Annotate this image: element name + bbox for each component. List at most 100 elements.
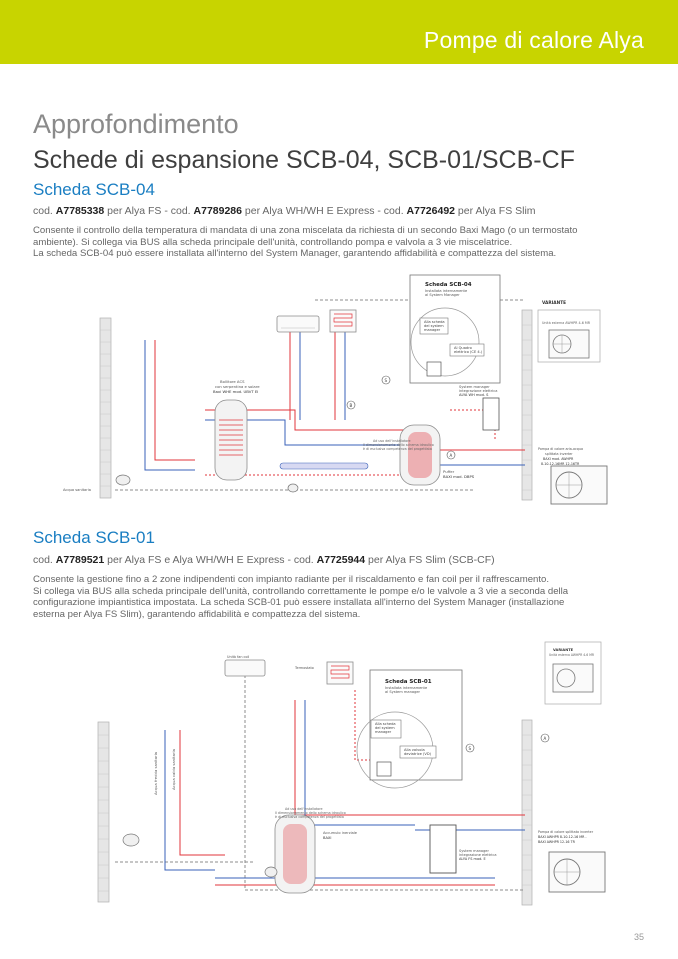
header-bar: Pompe di calore Alya: [0, 0, 678, 64]
card-board-icon: [376, 761, 392, 777]
expansion-vessel: [287, 483, 299, 493]
card-box-text: manager: [424, 328, 441, 332]
pump-label: BAXI mod. AWHPR: [543, 457, 574, 461]
sensor-badge: [346, 400, 356, 410]
pump-label: BAXI AWHPR 8-10-12-16 MR -: [538, 835, 587, 839]
radiant-panel: [326, 661, 354, 685]
card-box-text: del system: [375, 726, 395, 730]
system-label: integrazione elettrica: [459, 853, 496, 857]
badge-text: S: [385, 378, 388, 383]
code-prefix: cod.: [33, 554, 56, 566]
badge-text: A: [450, 453, 453, 458]
system-label: integrazione elettrica: [459, 389, 497, 393]
wall-left: [97, 721, 110, 903]
system-manager-unit: [482, 397, 500, 431]
section-title: Approfondimento: [33, 109, 239, 139]
badge-text: B: [350, 403, 353, 408]
installer-note: Il dimensionamento dello schema idraulic…: [363, 443, 434, 447]
code-prefix: cod.: [33, 205, 56, 217]
card-box-text: del system: [424, 324, 444, 328]
desc-line: ambiente). Si collega via BUS alla sched…: [33, 236, 513, 248]
scb01-heading: Scheda SCB-01: [33, 528, 155, 547]
installer-note: Il dimensionamento dello schema idraulic…: [275, 811, 346, 815]
card-box-scheda: [370, 719, 402, 739]
pump-label: BAXI AWHPR 12-16 TR: [538, 840, 576, 844]
installer-note: Ad uso dell'installatore: [373, 439, 411, 443]
system-label: System manager: [459, 849, 489, 853]
code-scope: per Alya FS - cod.: [104, 205, 194, 217]
desc-line: configurazione impiantistica impostata. …: [33, 597, 565, 609]
system-label: ALYA WH mod. S: [459, 393, 489, 397]
brand-title: Pompe di calore Alya: [423, 27, 644, 53]
variant-label: VARIANTE: [542, 300, 566, 306]
code-value: A7789521: [55, 554, 105, 566]
page-title: Schede di espansione SCB-04, SCB-01/SCB-…: [33, 146, 575, 174]
card-board-icon: [426, 361, 442, 377]
card-box-text: Alla scheda: [375, 722, 396, 726]
variant-unit-label: Unità esterna AWHPR 4-6 MR: [542, 321, 591, 325]
page-number: 35: [633, 932, 644, 942]
pump-label: 8-10-12-16MR 12-16TR: [541, 462, 580, 466]
card-box-scheda: [419, 317, 449, 335]
scb01-description: Consente la gestione fino a 2 zone indip…: [33, 574, 645, 620]
card-subtitle: Installata internamente: [385, 686, 428, 690]
boiler-label: Baxi WHE mod. UBVT EI: [213, 389, 258, 394]
code-scope: per Alya WH/WH E Express - cod.: [242, 205, 407, 217]
radiant-panel: [329, 309, 357, 333]
variant-label: VARIANTE: [553, 648, 574, 652]
code-value: A7789286: [193, 205, 242, 217]
fan-icon: [556, 668, 576, 688]
wall-left-bricks: [98, 734, 109, 892]
installer-note: Ad uso dell'installatore: [285, 807, 323, 811]
ritorno-label: Acqua calda sanitaria: [171, 749, 176, 790]
card-box-text: Alla scheda: [424, 320, 445, 324]
system-label: System manager: [459, 385, 490, 389]
code-scope: per Alya FS e Alya WH/WH E Express - cod…: [104, 554, 317, 566]
code-value: A7785338: [55, 205, 105, 217]
pump-label: Pompa di calore splittata inverter: [538, 830, 594, 834]
scb04-codes: cod. A7785338 per Alya FS - cod. A778928…: [33, 205, 536, 217]
card-box-quadro: [449, 343, 485, 357]
scb04-description: Consente il controllo della temperatura …: [33, 225, 645, 260]
variant-unit-label: Unità esterna AWHPR 4-6 MR: [549, 653, 595, 657]
scb01-codes: cod. A7789521 per Alya FS e Alya WH/WH E…: [33, 554, 495, 566]
desc-line: esterna per Alya FS Slim), garantendo af…: [33, 608, 361, 620]
boiler-coil: [219, 419, 243, 456]
card-box-text: manager: [375, 730, 392, 734]
system-label: ALYA FS mod. E: [459, 857, 486, 861]
installer-note: è di esclusiva competenza del progettist…: [275, 815, 344, 819]
tank-label: BAXI: [323, 836, 331, 840]
scb04-heading: Scheda SCB-04: [33, 180, 155, 199]
card-subtitle: al System manager: [385, 690, 421, 694]
pump-label: Pompa di calore aria-acqua: [538, 447, 583, 451]
fancoil-unit: [224, 659, 266, 677]
sensor-badge: [540, 733, 550, 743]
desc-line: Consente la gestione fino a 2 zone indip…: [33, 574, 550, 585]
scb04-hydraulic-diagram: Bollitore ACS con serpentina e solare Ba…: [63, 274, 608, 505]
boiler-label: con serpentina e solare: [215, 384, 260, 389]
inertial-tank-fill: [283, 824, 307, 884]
desc-line: La scheda SCB-04 può essere installata a…: [33, 248, 557, 260]
card-title: Scheda SCB-01: [385, 679, 432, 685]
desc-line: Consente il controllo della temperatura …: [33, 225, 578, 236]
sensor-badge: [446, 450, 456, 460]
thermostat-label: Termostato: [294, 666, 314, 670]
fancoil-unit: [276, 315, 320, 333]
code-scope: per Alya FS Slim (SCB-CF): [365, 554, 495, 566]
wall-right-bricks: [522, 324, 532, 491]
tank-label: BAXI mod. DBPS: [443, 474, 475, 479]
card-box-valvola: [399, 745, 437, 759]
wall-label: Acqua sanitaria: [63, 488, 91, 492]
distribution-manifold: [279, 462, 369, 470]
code-value: A7726492: [406, 205, 456, 217]
pump-label: splittata inverter: [545, 452, 573, 456]
wall-left-bricks: [100, 329, 111, 487]
tank-label: Puffer: [443, 469, 455, 474]
inertial-tank: [274, 814, 316, 894]
sensor-badge: [465, 743, 475, 753]
expansion-vessel: [264, 866, 278, 878]
expansion-vessel: [115, 474, 131, 486]
variant-outdoor-unit: [552, 663, 594, 693]
desc-line: Si collega via BUS alla scheda principal…: [33, 585, 569, 597]
mandata-label: Acqua fredda sanitaria: [153, 752, 158, 795]
